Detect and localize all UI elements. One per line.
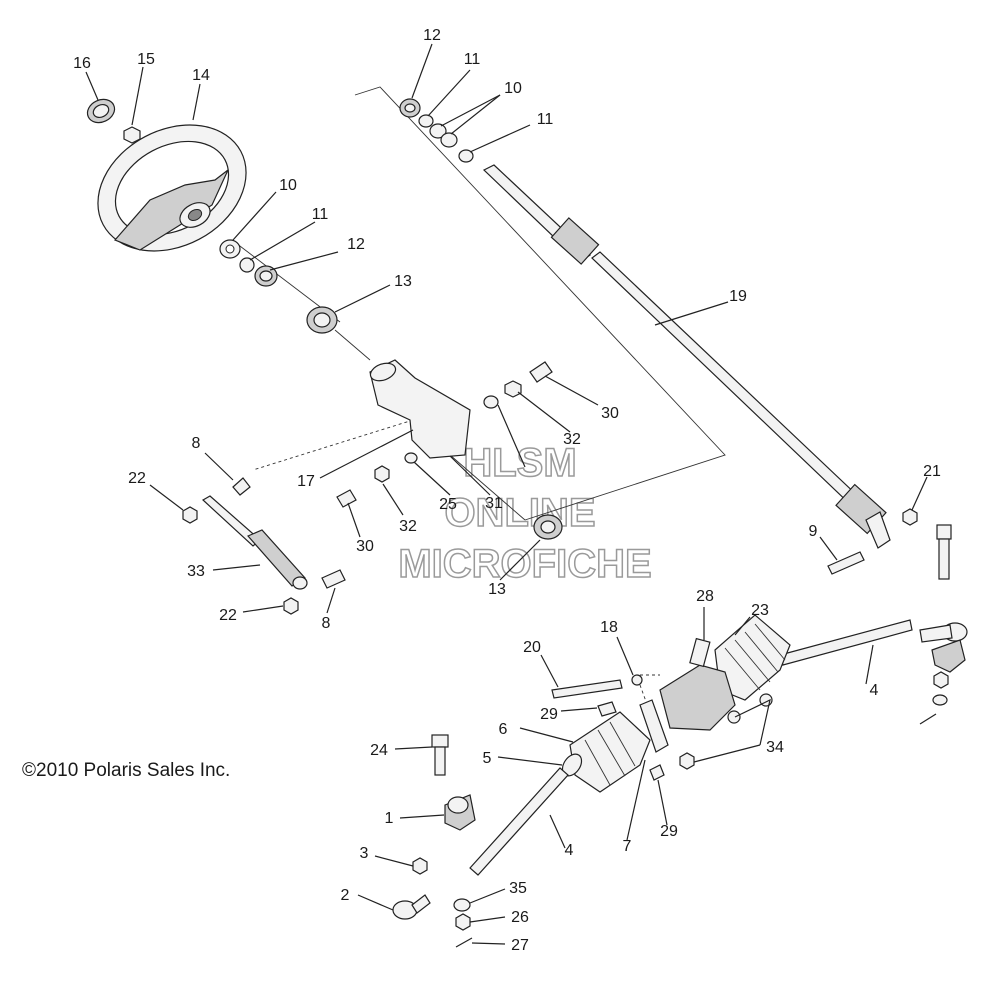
callout-16: 16	[73, 55, 91, 72]
callout-4: 4	[565, 842, 574, 859]
wheel-emblem	[86, 98, 116, 124]
callout-24: 24	[370, 742, 388, 759]
bracket-hardware	[336, 361, 563, 540]
steering-wheel	[97, 124, 247, 252]
callout-3: 3	[360, 845, 369, 862]
callout-27: 27	[511, 937, 529, 954]
callout-11: 11	[312, 206, 329, 223]
watermark-line-1: HLSM	[463, 441, 576, 485]
callout-13: 13	[488, 581, 506, 598]
callout-2: 2	[341, 887, 350, 904]
callout-11: 11	[464, 51, 481, 68]
left-tie-rod-end	[392, 734, 476, 948]
column-top-bearings	[399, 98, 474, 163]
callout-30: 30	[601, 405, 619, 422]
callout-28: 28	[696, 588, 714, 605]
callout-29: 29	[540, 706, 558, 723]
upper-bearing-stack	[219, 239, 338, 334]
copyright-text: ©2010 Polaris Sales Inc.	[22, 760, 230, 781]
callout-8: 8	[322, 615, 331, 632]
callout-32: 32	[563, 431, 581, 448]
callout-12: 12	[347, 236, 365, 253]
callout-14: 14	[192, 67, 210, 84]
callout-17: 17	[297, 473, 315, 490]
callout-22: 22	[219, 607, 237, 624]
wheel-nut	[123, 126, 141, 144]
callout-29: 29	[660, 823, 678, 840]
callout-4: 4	[870, 682, 879, 699]
callout-21: 21	[923, 463, 941, 480]
callout-18: 18	[600, 619, 618, 636]
watermark-line-2: ONLINE	[444, 491, 595, 535]
callout-19: 19	[729, 288, 747, 305]
callout-22: 22	[128, 470, 146, 487]
callout-10: 10	[279, 177, 297, 194]
callout-26: 26	[511, 909, 529, 926]
column-bracket	[369, 359, 471, 459]
tilt-strut	[182, 477, 346, 615]
shaft-hardware	[827, 508, 918, 575]
callout-13: 13	[394, 273, 412, 290]
callout-23: 23	[751, 602, 769, 619]
leader-lines	[85, 43, 928, 945]
callout-6: 6	[499, 721, 508, 738]
callout-32: 32	[399, 518, 417, 535]
callout-11: 11	[537, 111, 554, 128]
watermark: HLSM ONLINE MICROFICHE	[398, 440, 653, 587]
callout-15: 15	[137, 51, 155, 68]
callout-1: 1	[385, 810, 394, 827]
callout-31: 31	[485, 495, 503, 512]
callout-35: 35	[509, 880, 527, 897]
callout-30: 30	[356, 538, 374, 555]
callout-33: 33	[187, 563, 205, 580]
right-tie-rod-end	[919, 622, 968, 725]
callout-5: 5	[483, 750, 492, 767]
callout-12: 12	[423, 27, 441, 44]
callout-20: 20	[523, 639, 541, 656]
callout-labels: 12 11 10 11 16 15 14 10 11 12 13 19 30 3…	[73, 27, 941, 954]
callout-8: 8	[192, 435, 201, 452]
callout-9: 9	[809, 523, 818, 540]
assembly-lines	[231, 86, 726, 741]
callout-7: 7	[623, 838, 632, 855]
callout-10: 10	[504, 80, 522, 97]
callout-25: 25	[439, 496, 457, 513]
tie-rod-bolt	[936, 524, 952, 580]
callout-34: 34	[766, 739, 784, 756]
watermark-line-3: MICROFICHE	[398, 542, 651, 586]
steering-shaft	[482, 164, 891, 549]
